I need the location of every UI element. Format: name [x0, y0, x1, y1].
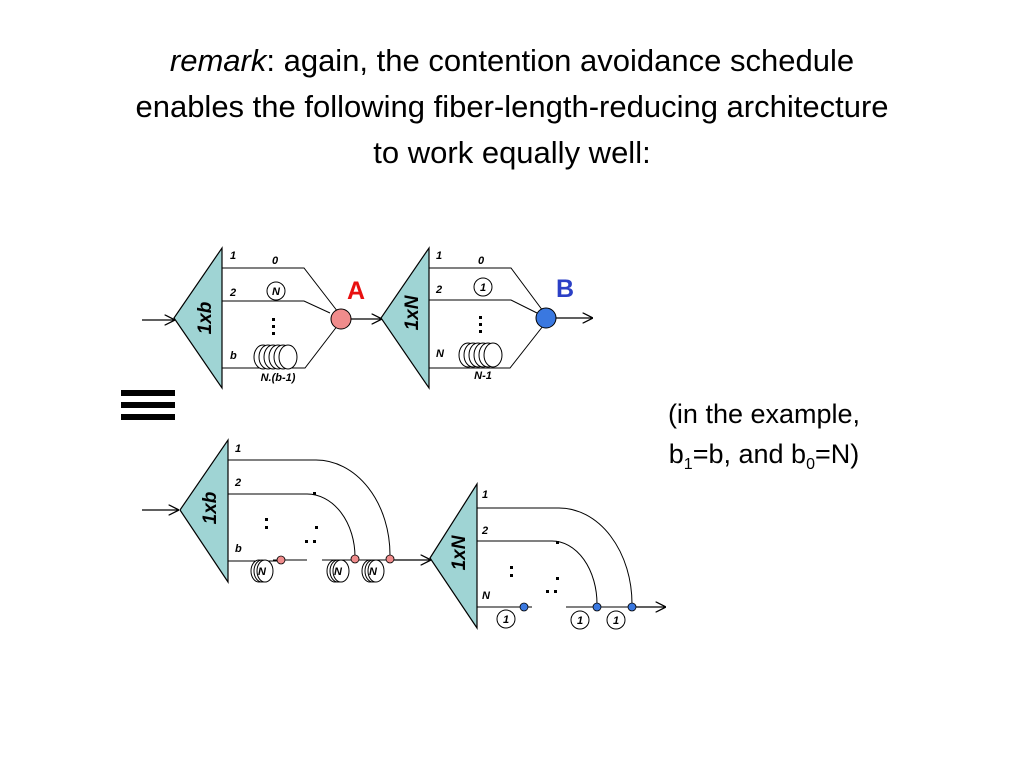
- bottom-s2-path-2: [477, 540, 598, 605]
- svg-text:N: N: [369, 566, 378, 578]
- bottom-s2-port-2: 2: [481, 525, 488, 537]
- caption-line1: (in the example,: [667, 399, 861, 429]
- bottom-row: 1xb 1 2 b N: [142, 438, 665, 630]
- top-s2-path-N: [429, 325, 544, 369]
- title-line3: to work equally well:: [373, 135, 651, 170]
- top-splitter-1xb-label: 1xb: [195, 301, 216, 334]
- bottom-s2-coil-3: 1: [606, 610, 626, 630]
- bottom-s1-port-b: b: [235, 543, 242, 555]
- bottom-s2-joint-1: [519, 602, 529, 612]
- top-s2-path-1: [429, 267, 544, 312]
- top-s2-path-1-delay: 0: [478, 255, 485, 267]
- bottom-s2-ellipsis: [510, 541, 559, 593]
- svg-text:N: N: [334, 566, 343, 578]
- top-s1-path-1-delay: 0: [272, 255, 279, 267]
- bottom-s1-coil-2: N: [326, 559, 350, 583]
- bottom-splitter-1xb: [179, 438, 229, 584]
- example-caption: (in the example, b1=b, and b0=N): [604, 394, 924, 474]
- title-line2: enables the following fiber-length-reduc…: [135, 89, 889, 124]
- node-b: [535, 307, 557, 329]
- top-s2-coil-small: 1: [473, 277, 493, 297]
- top-splitter-1xN: [380, 246, 430, 390]
- caption-end: =N): [814, 439, 860, 469]
- bottom-s2-coil-1: 1: [496, 609, 516, 629]
- top-s2-coil-big-label: N-1: [474, 370, 492, 382]
- bottom-splitter-1xN-label: 1xN: [449, 534, 470, 570]
- top-s2-path-2: [429, 299, 538, 314]
- node-b-label: B: [556, 275, 574, 303]
- top-s1-port-1: 1: [230, 250, 236, 262]
- top-s1-port-2: 2: [229, 287, 236, 299]
- svg-text:1: 1: [613, 615, 619, 627]
- bottom-s2-joint-2: [592, 602, 602, 612]
- top-s1-coil-small: N: [266, 281, 286, 301]
- caption-b0-sub: 0: [806, 456, 815, 473]
- top-s1-coil-big-label: N.(b-1): [261, 372, 296, 384]
- top-s2-port-1: 1: [436, 250, 442, 262]
- bottom-splitter-1xb-label: 1xb: [200, 491, 221, 524]
- top-s2-port-N: N: [436, 348, 445, 360]
- bottom-s1-joint-1: [276, 555, 286, 565]
- top-s1-path-b: [222, 324, 339, 369]
- top-s2-coil-big: [458, 342, 503, 368]
- bottom-s1-coil-3: N: [361, 559, 385, 583]
- svg-text:1: 1: [503, 614, 509, 626]
- svg-text:1: 1: [480, 282, 486, 294]
- top-s1-path-2: [222, 300, 331, 314]
- top-splitter-1xN-label: 1xN: [402, 294, 423, 330]
- bottom-s1-coil-1: N: [250, 559, 274, 583]
- top-row: 1xb 1 2 b 0 N N.(b-1): [142, 246, 592, 390]
- bottom-s2-joint-3: [627, 602, 637, 612]
- equivalence-icon: [121, 390, 175, 420]
- bottom-s2-port-N: N: [482, 590, 491, 602]
- bottom-s1-ellipsis: [265, 492, 318, 543]
- bottom-s1-port-2: 2: [234, 477, 241, 489]
- svg-text:N: N: [258, 566, 267, 578]
- bottom-s2-port-1: 1: [482, 489, 488, 501]
- top-s1-coil-big: [253, 344, 298, 370]
- caption-b1: b: [668, 439, 684, 469]
- bottom-s1-port-1: 1: [235, 443, 241, 455]
- top-splitter-1xb: [173, 246, 223, 390]
- title-remark: remark: [169, 43, 267, 78]
- bottom-s1-path-2: [228, 493, 356, 558]
- caption-mid: =b, and b: [692, 439, 807, 469]
- caption-b1-sub: 1: [683, 456, 693, 473]
- node-a: [330, 308, 352, 330]
- bottom-s2-coil-2: 1: [570, 610, 590, 630]
- bottom-s1-joint-3: [385, 554, 395, 564]
- svg-text:N: N: [272, 286, 281, 298]
- top-s2-port-2: 2: [435, 284, 442, 296]
- top-s1-port-b: b: [230, 350, 237, 362]
- top-s1-ellipsis: [272, 318, 275, 335]
- node-a-label: A: [347, 277, 365, 305]
- title-line1-rest: : again, the contention avoidance schedu…: [266, 43, 855, 78]
- top-s1-path-1: [222, 267, 339, 313]
- bottom-s2-path-1: [477, 507, 633, 605]
- svg-text:1: 1: [577, 615, 583, 627]
- bottom-s1-joint-2: [350, 554, 360, 564]
- bottom-splitter-1xN: [429, 481, 478, 630]
- top-s2-ellipsis: [479, 316, 482, 333]
- slide-title: remark: again, the contention avoidance …: [0, 38, 1024, 176]
- bottom-s1-path-1: [228, 459, 391, 556]
